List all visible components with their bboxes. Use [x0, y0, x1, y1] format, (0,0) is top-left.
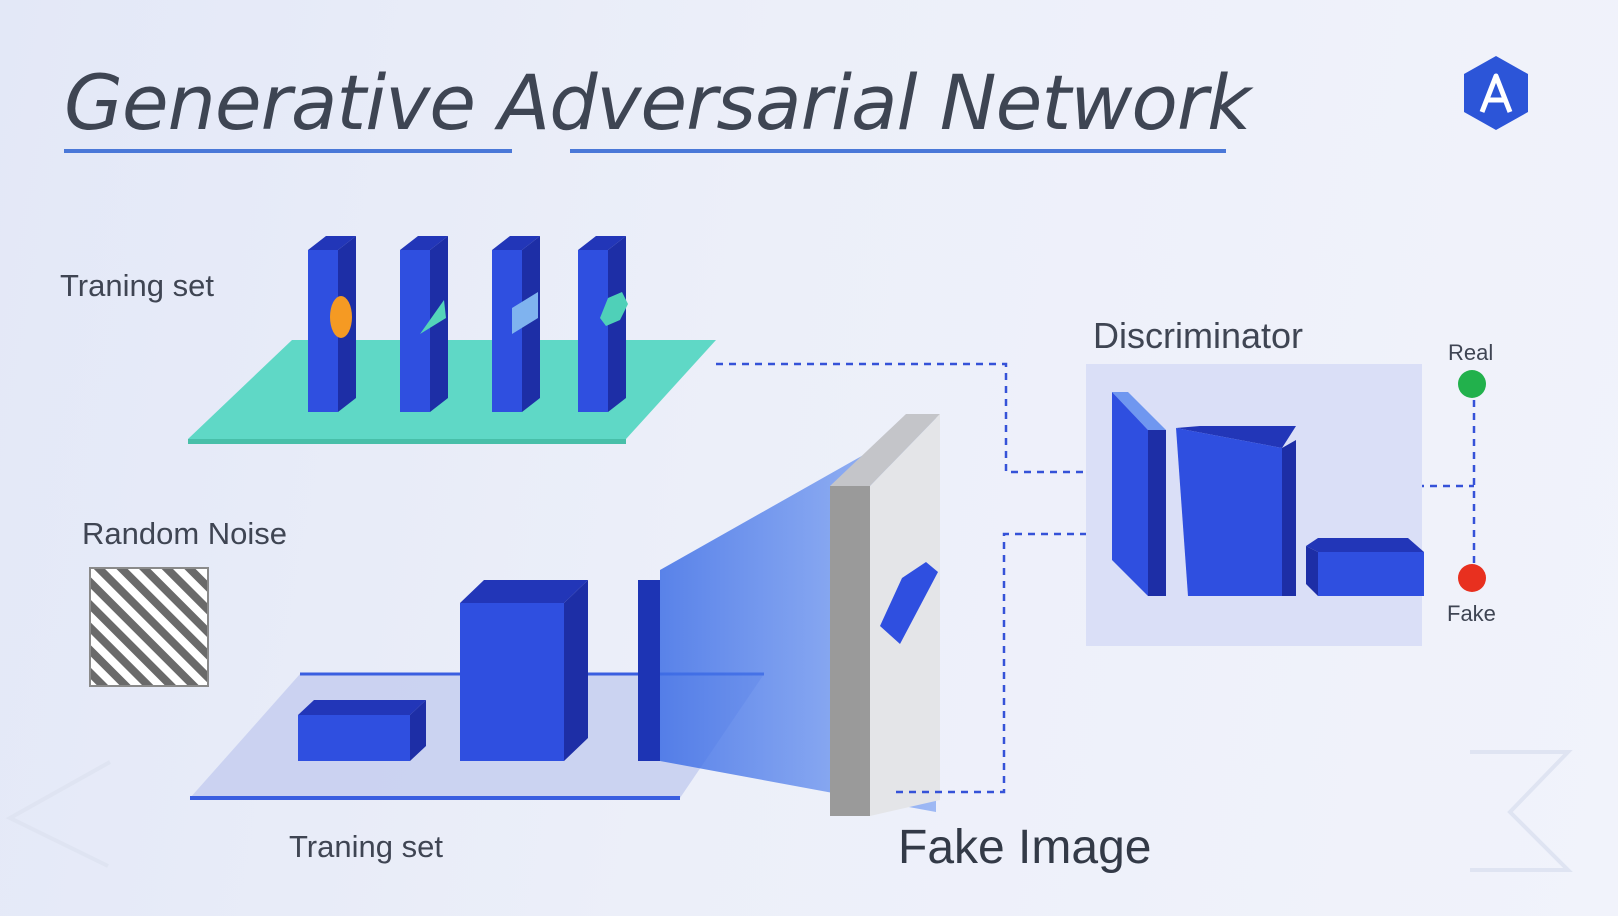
fake-shape-icon: [880, 562, 938, 644]
label-fake-image: Fake Image: [898, 821, 1152, 874]
connectors: [716, 362, 1476, 794]
generator-block-small: [298, 700, 426, 761]
discriminator-layer-1: [1112, 392, 1166, 596]
generator: [190, 414, 936, 812]
circle-shape-icon: [330, 296, 352, 338]
discriminator-layer-2: [1176, 426, 1296, 596]
label-training-set-top: Traning set: [60, 268, 214, 303]
training-set-top: [188, 236, 716, 444]
label-real: Real: [1448, 340, 1494, 365]
discriminator: [1086, 364, 1424, 646]
discriminator-layer-3: [1306, 538, 1424, 596]
hexagon-shape-icon: [600, 292, 628, 326]
training-card-hexagon: [578, 236, 628, 412]
label-discriminator: Discriminator: [1093, 315, 1304, 356]
diagram-title: Generative Adversarial Network: [64, 58, 1251, 147]
generator-output-layer: [638, 580, 660, 761]
logo-icon: [1464, 56, 1528, 130]
training-card-rectangle: [492, 236, 540, 412]
real-indicator-dot: [1458, 370, 1486, 398]
training-card-circle: [308, 236, 356, 412]
fake-image-panel: [830, 414, 940, 816]
label-random-noise: Random Noise: [82, 516, 288, 551]
fake-indicator-dot: [1458, 564, 1486, 592]
decorative-corner-right: [1470, 750, 1573, 872]
connector-real-to-discriminator: [716, 362, 1086, 474]
generator-block-tall: [460, 580, 588, 761]
decorative-corner-left: [5, 760, 111, 868]
training-card-triangle: [400, 236, 448, 412]
training-platform: [188, 340, 716, 439]
rectangle-shape-icon: [512, 292, 538, 334]
label-training-set-bottom: Traning set: [289, 829, 443, 864]
random-noise-swatch: [89, 567, 209, 687]
triangle-shape-icon: [420, 300, 446, 334]
connector-fake-to-discriminator: [896, 532, 1086, 794]
label-fake: Fake: [1447, 601, 1496, 626]
